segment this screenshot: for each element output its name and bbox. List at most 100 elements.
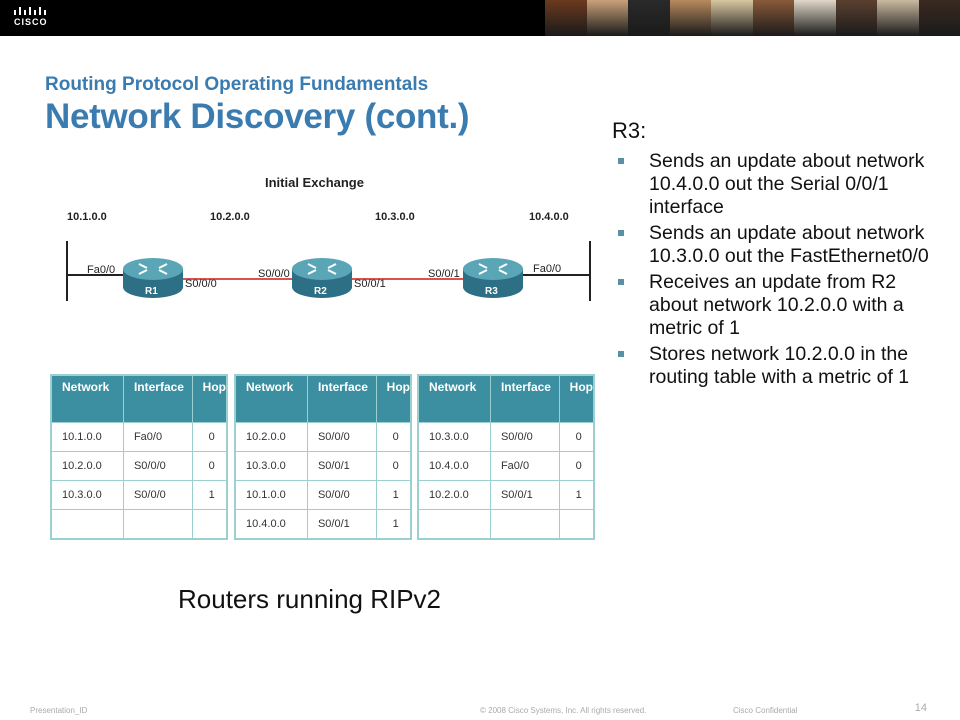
cell-interface: S0/0/0 [122,451,193,481]
cell-hop: 1 [375,509,412,540]
cell-hop: 0 [191,451,228,481]
cell-network [50,509,124,540]
router-label-r2: R2 [314,286,327,297]
bullet-list: Sends an update about network 10.4.0.0 o… [612,150,942,389]
banner-photo [628,0,670,36]
network-label-2: 10.2.0.0 [210,211,250,223]
cell-hop: 0 [558,451,595,481]
slide-subtitle: Routing Protocol Operating Fundamentals [45,74,429,95]
interface-label-r1-fa: Fa0/0 [87,264,115,276]
banner-photo [545,0,587,36]
r3-explanation-panel: R3: Sends an update about network 10.4.0… [612,118,942,392]
column-header-interface: Interface [306,374,377,423]
cell-hop: 0 [191,422,228,452]
bullet-square-icon [618,158,624,164]
bullet-square-icon [618,230,624,236]
cell-interface: S0/0/1 [306,451,377,481]
cell-hop: 0 [375,422,412,452]
cell-hop: 1 [375,480,412,510]
cell-network: 10.4.0.0 [234,509,308,540]
banner-photo [794,0,836,36]
column-header-interface: Interface [122,374,193,423]
cell-network: 10.1.0.0 [50,422,124,452]
bullet-square-icon [618,351,624,357]
bullet-item: Stores network 10.2.0.0 in the routing t… [612,343,942,389]
banner-photo-strip [545,0,960,36]
bullet-item: Sends an update about network 10.3.0.0 o… [612,222,942,268]
network-label-1: 10.1.0.0 [67,211,107,223]
cisco-logo-text: CISCO [14,17,48,27]
bullet-item: Receives an update from R2 about network… [612,271,942,340]
panel-heading: R3: [612,118,647,143]
footer-copyright: © 2008 Cisco Systems, Inc. All rights re… [480,706,647,715]
banner-photo [752,0,794,36]
banner-photo [711,0,753,36]
cell-network: 10.2.0.0 [234,422,308,452]
bullet-text: Sends an update about network 10.4.0.0 o… [649,150,925,218]
router-label-r3: R3 [485,286,498,297]
column-header-hop: Hop [191,374,228,423]
slide-title: Network Discovery (cont.) [45,97,470,136]
table-header-row: Network Interface Hop [417,374,595,423]
bullet-item: Sends an update about network 10.4.0.0 o… [612,150,942,219]
cell-hop [191,509,228,540]
cell-interface: Fa0/0 [122,422,193,452]
cell-network: 10.3.0.0 [417,422,491,452]
router-r2-icon: R2 [292,258,352,298]
network-label-3: 10.3.0.0 [375,211,415,223]
banner-photo [877,0,919,36]
page-number: 14 [914,702,927,714]
table-header-row: Network Interface Hop [50,374,228,423]
table-row [417,509,595,540]
column-header-hop: Hop [558,374,595,423]
table-row [50,509,228,540]
column-header-network: Network [50,374,124,423]
cell-interface: S0/0/1 [306,509,377,540]
cell-network: 10.3.0.0 [234,451,308,481]
top-banner: CISCO [0,0,960,36]
cell-network: 10.2.0.0 [417,480,491,510]
column-header-hop: Hop [375,374,412,423]
cell-interface: S0/0/0 [122,480,193,510]
cell-hop: 0 [558,422,595,452]
banner-photo [586,0,628,36]
cell-hop: 1 [191,480,228,510]
column-header-network: Network [417,374,491,423]
bullet-text: Sends an update about network 10.3.0.0 o… [649,222,929,267]
cell-network: 10.4.0.0 [417,451,491,481]
cell-network [417,509,491,540]
cell-interface: S0/0/1 [489,480,560,510]
footer-confidential: Cisco Confidential [733,706,798,715]
footer-presentation-id: Presentation_ID [30,706,88,715]
cell-interface: Fa0/0 [489,451,560,481]
router-label-r1: R1 [145,286,158,297]
table-header-row: Network Interface Hop [234,374,412,423]
interface-label-r3-fa: Fa0/0 [533,263,561,275]
cisco-logo-icon [14,7,46,15]
cell-interface: S0/0/0 [306,480,377,510]
interface-label-r1-s0: S0/0/0 [185,278,217,290]
router-r1-icon: R1 [123,258,183,298]
cell-interface [489,509,560,540]
bullet-text: Stores network 10.2.0.0 in the routing t… [649,343,910,388]
column-header-interface: Interface [489,374,560,423]
cell-interface: S0/0/0 [489,422,560,452]
cell-hop: 1 [558,480,595,510]
slide-caption: Routers running RIPv2 [178,584,442,614]
cell-network: 10.1.0.0 [234,480,308,510]
banner-photo [918,0,960,36]
network-topology-diagram: Initial Exchange 10.1.0.0 10.2.0.0 10.3.… [66,175,591,301]
cell-interface [122,509,193,540]
interface-label-r3-s1: S0/0/1 [428,268,460,280]
